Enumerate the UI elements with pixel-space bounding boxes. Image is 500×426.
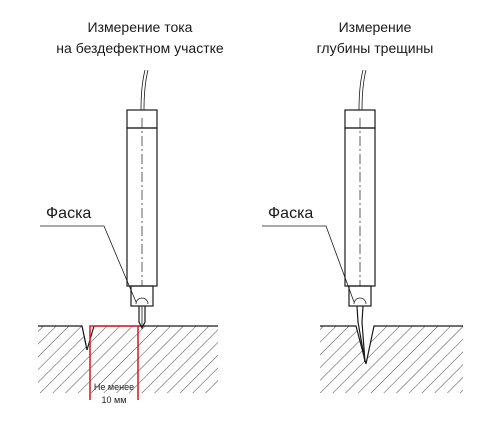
- right-panel: Измерение глубины трещины Фаска: [262, 19, 463, 393]
- right-chamfer-leader: [262, 225, 355, 303]
- right-probe-cable: [358, 69, 364, 111]
- right-probe: [344, 109, 376, 363]
- right-title-line2: глубины трещины: [317, 40, 434, 56]
- right-probe-tip-holder: [348, 285, 372, 307]
- left-panel: Измерение тока на бездефектном участке Ф…: [38, 19, 224, 405]
- left-note-line1: Не менее: [94, 382, 134, 392]
- right-title-line1: Измерение: [339, 19, 412, 35]
- left-chamfer-label: Фаска: [46, 205, 91, 222]
- left-probe-tip-holder: [130, 285, 154, 307]
- left-title-line1: Измерение тока: [88, 19, 193, 35]
- left-probe-cable: [140, 69, 146, 111]
- left-note-line2: 10 мм: [102, 395, 127, 405]
- right-chamfer-label: Фаска: [268, 205, 313, 222]
- left-chamfer-leader: [40, 225, 137, 303]
- left-min-distance-marker: [89, 325, 139, 400]
- right-specimen: [320, 325, 463, 393]
- left-probe: [126, 109, 158, 330]
- left-title-line2: на бездефектном участке: [56, 40, 224, 56]
